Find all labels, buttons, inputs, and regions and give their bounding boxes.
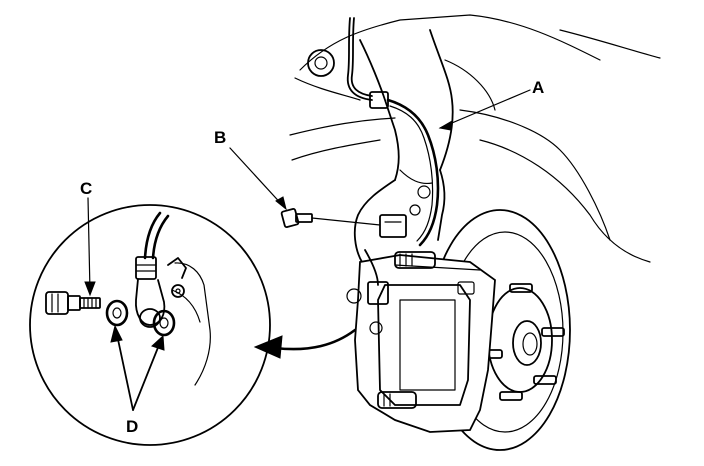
leader-b <box>229 147 286 209</box>
leader-d2-arrowhead <box>151 334 165 351</box>
brake-hose-a <box>379 98 440 247</box>
banjo-bolt-c <box>45 291 101 315</box>
leader-b-arrowhead <box>275 196 287 211</box>
detail-inset <box>29 197 271 446</box>
leader-d1 <box>115 329 134 411</box>
callout-b: B <box>214 128 227 147</box>
leader-a <box>439 89 531 129</box>
upper-mount-bolt <box>307 49 335 77</box>
leader-a-arrowhead <box>438 120 453 131</box>
sealing-washer-d2 <box>152 309 176 337</box>
steering-knuckle <box>353 29 454 263</box>
brake-caliper <box>346 249 496 433</box>
leader-c <box>87 197 91 293</box>
callout-a: A <box>532 78 545 97</box>
leader-c-arrowhead <box>84 281 96 297</box>
banjo-bolt-b <box>280 208 381 228</box>
callout-d: D <box>126 417 139 436</box>
vehicle-body-outline <box>289 14 661 263</box>
brake-line <box>346 17 389 109</box>
callout-c: C <box>80 179 93 198</box>
sealing-washer-d1 <box>105 299 129 327</box>
leader-d1-arrowhead <box>110 324 123 343</box>
leader-d2 <box>132 339 162 411</box>
